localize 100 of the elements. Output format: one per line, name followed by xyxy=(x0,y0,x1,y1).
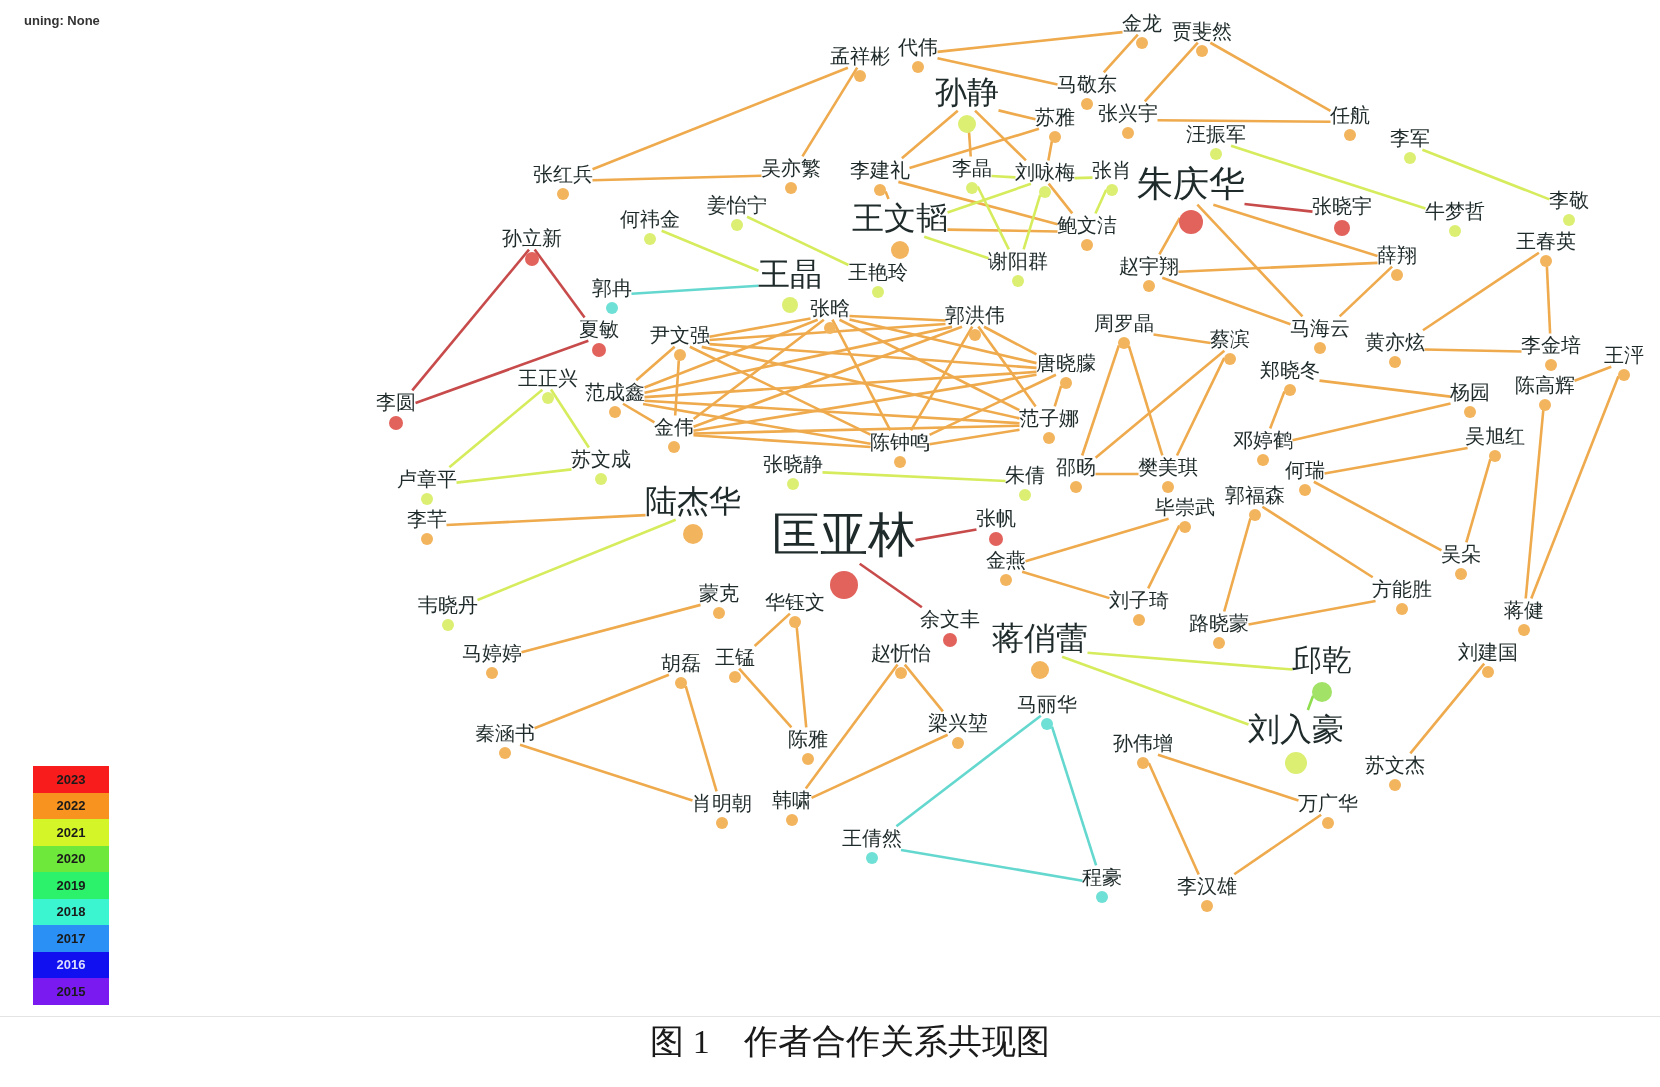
collaboration-line xyxy=(477,518,677,602)
author-name: 刘建国 xyxy=(1458,640,1518,664)
collaboration-line xyxy=(909,127,1040,170)
author-name: 李汉雄 xyxy=(1177,874,1237,898)
author-name: 程豪 xyxy=(1082,865,1122,889)
collaboration-line xyxy=(709,317,811,338)
collaboration-line xyxy=(1053,385,1063,407)
collaboration-line xyxy=(1261,505,1374,579)
collaboration-line xyxy=(1574,365,1612,382)
author-name: 蒋健 xyxy=(1504,598,1544,622)
collaboration-line xyxy=(1050,726,1098,866)
author-name: 赵忻怡 xyxy=(871,641,931,665)
collaboration-line xyxy=(1153,333,1211,345)
collaboration-line xyxy=(983,325,1038,356)
collaboration-line xyxy=(937,57,1058,86)
author-name: 蔡滨 xyxy=(1210,327,1250,351)
collaboration-line xyxy=(1175,357,1226,456)
collaboration-line xyxy=(1248,599,1376,626)
author-name: 杨园 xyxy=(1450,380,1490,404)
collaboration-line xyxy=(1127,345,1164,456)
collaboration-line xyxy=(795,627,808,728)
author-name: 朱庆华 xyxy=(1137,161,1245,205)
collaboration-line xyxy=(693,424,1020,435)
author-name: 孙伟增 xyxy=(1113,731,1173,755)
collaboration-line xyxy=(1178,261,1378,273)
author-name: 李圆 xyxy=(376,390,416,414)
collaboration-line xyxy=(811,733,949,800)
collaboration-line xyxy=(661,229,759,272)
collaboration-line xyxy=(895,714,1042,828)
author-name: 秦涵书 xyxy=(475,721,535,745)
author-name: 夏敏 xyxy=(579,317,619,341)
collaboration-line xyxy=(947,228,1058,233)
collaboration-line xyxy=(929,428,1020,446)
author-name: 卢章平 xyxy=(397,467,457,491)
author-name: 余文丰 xyxy=(920,607,980,631)
author-name: 周罗晶 xyxy=(1094,311,1154,335)
collaboration-line xyxy=(644,325,953,394)
author-name: 姜怡宁 xyxy=(707,193,767,217)
author-name: 方能胜 xyxy=(1372,577,1432,601)
collaboration-line xyxy=(622,402,656,424)
author-name: 吴朵 xyxy=(1441,542,1481,566)
author-name: 谢阳群 xyxy=(988,249,1048,273)
collaboration-line xyxy=(549,388,590,449)
author-name: 王文韬 xyxy=(852,198,948,237)
author-name: 苏文杰 xyxy=(1365,753,1425,777)
collaboration-line xyxy=(1095,472,1139,476)
legend-color-cell: 2019 xyxy=(33,872,109,899)
collaboration-line xyxy=(1313,480,1443,552)
author-name: 马婷婷 xyxy=(462,641,522,665)
author-name: 胡磊 xyxy=(661,651,701,675)
collaboration-line xyxy=(804,663,899,790)
author-name: 邓婷鹤 xyxy=(1233,428,1293,452)
author-name: 苏雅 xyxy=(1035,105,1075,129)
collaboration-line xyxy=(991,174,1016,179)
author-name: 郭冉 xyxy=(592,276,632,300)
author-name: 张晗 xyxy=(810,296,850,320)
collaboration-line xyxy=(519,743,693,802)
author-name: 孟祥彬 xyxy=(830,44,890,68)
collaboration-line xyxy=(1061,655,1249,726)
collaboration-line xyxy=(822,471,1006,483)
collaboration-line xyxy=(1161,276,1291,326)
collaboration-line xyxy=(1196,203,1304,318)
collaboration-line xyxy=(1306,695,1315,711)
author-name: 吴亦繁 xyxy=(761,156,821,180)
author-name: 肖明朝 xyxy=(692,791,752,815)
collaboration-line xyxy=(709,342,1037,370)
collaboration-line xyxy=(1158,217,1181,256)
author-name: 金燕 xyxy=(986,548,1026,572)
collaboration-line xyxy=(1545,266,1552,334)
collaboration-line xyxy=(1230,144,1426,210)
collaboration-line xyxy=(746,215,849,267)
collaboration-line xyxy=(1244,202,1313,213)
author-name: 何祎金 xyxy=(620,207,680,231)
collaboration-line xyxy=(915,528,977,542)
author-name: 王泙 xyxy=(1604,343,1644,367)
legend-color-cell: 2017 xyxy=(33,925,109,952)
author-name: 范子娜 xyxy=(1019,406,1079,430)
collaboration-line xyxy=(448,388,544,469)
legend-color-cell: 2020 xyxy=(33,845,109,872)
collaboration-line xyxy=(692,318,825,421)
collaboration-line xyxy=(592,174,762,182)
author-name: 李芊 xyxy=(407,507,447,531)
author-name: 邱乾 xyxy=(1292,642,1352,678)
collaboration-line xyxy=(1102,33,1139,74)
author-name: 毕崇武 xyxy=(1155,495,1215,519)
collaboration-line xyxy=(831,318,892,432)
author-name: 刘子琦 xyxy=(1109,588,1169,612)
collaboration-line xyxy=(1524,410,1545,599)
author-name: 蒙克 xyxy=(699,581,739,605)
collaboration-line xyxy=(1292,402,1451,442)
author-name: 朱倩 xyxy=(1005,463,1045,487)
collaboration-line xyxy=(1409,662,1486,755)
collaboration-line xyxy=(521,603,701,654)
author-name: 陈钟鸣 xyxy=(870,430,930,454)
collaboration-line xyxy=(1222,517,1252,612)
author-name: 金龙 xyxy=(1122,11,1162,35)
author-name: 王春英 xyxy=(1516,229,1576,253)
author-name: 刘咏梅 xyxy=(1015,160,1075,184)
legend-color-cell: 2021 xyxy=(33,819,109,846)
collaboration-line xyxy=(592,66,849,171)
